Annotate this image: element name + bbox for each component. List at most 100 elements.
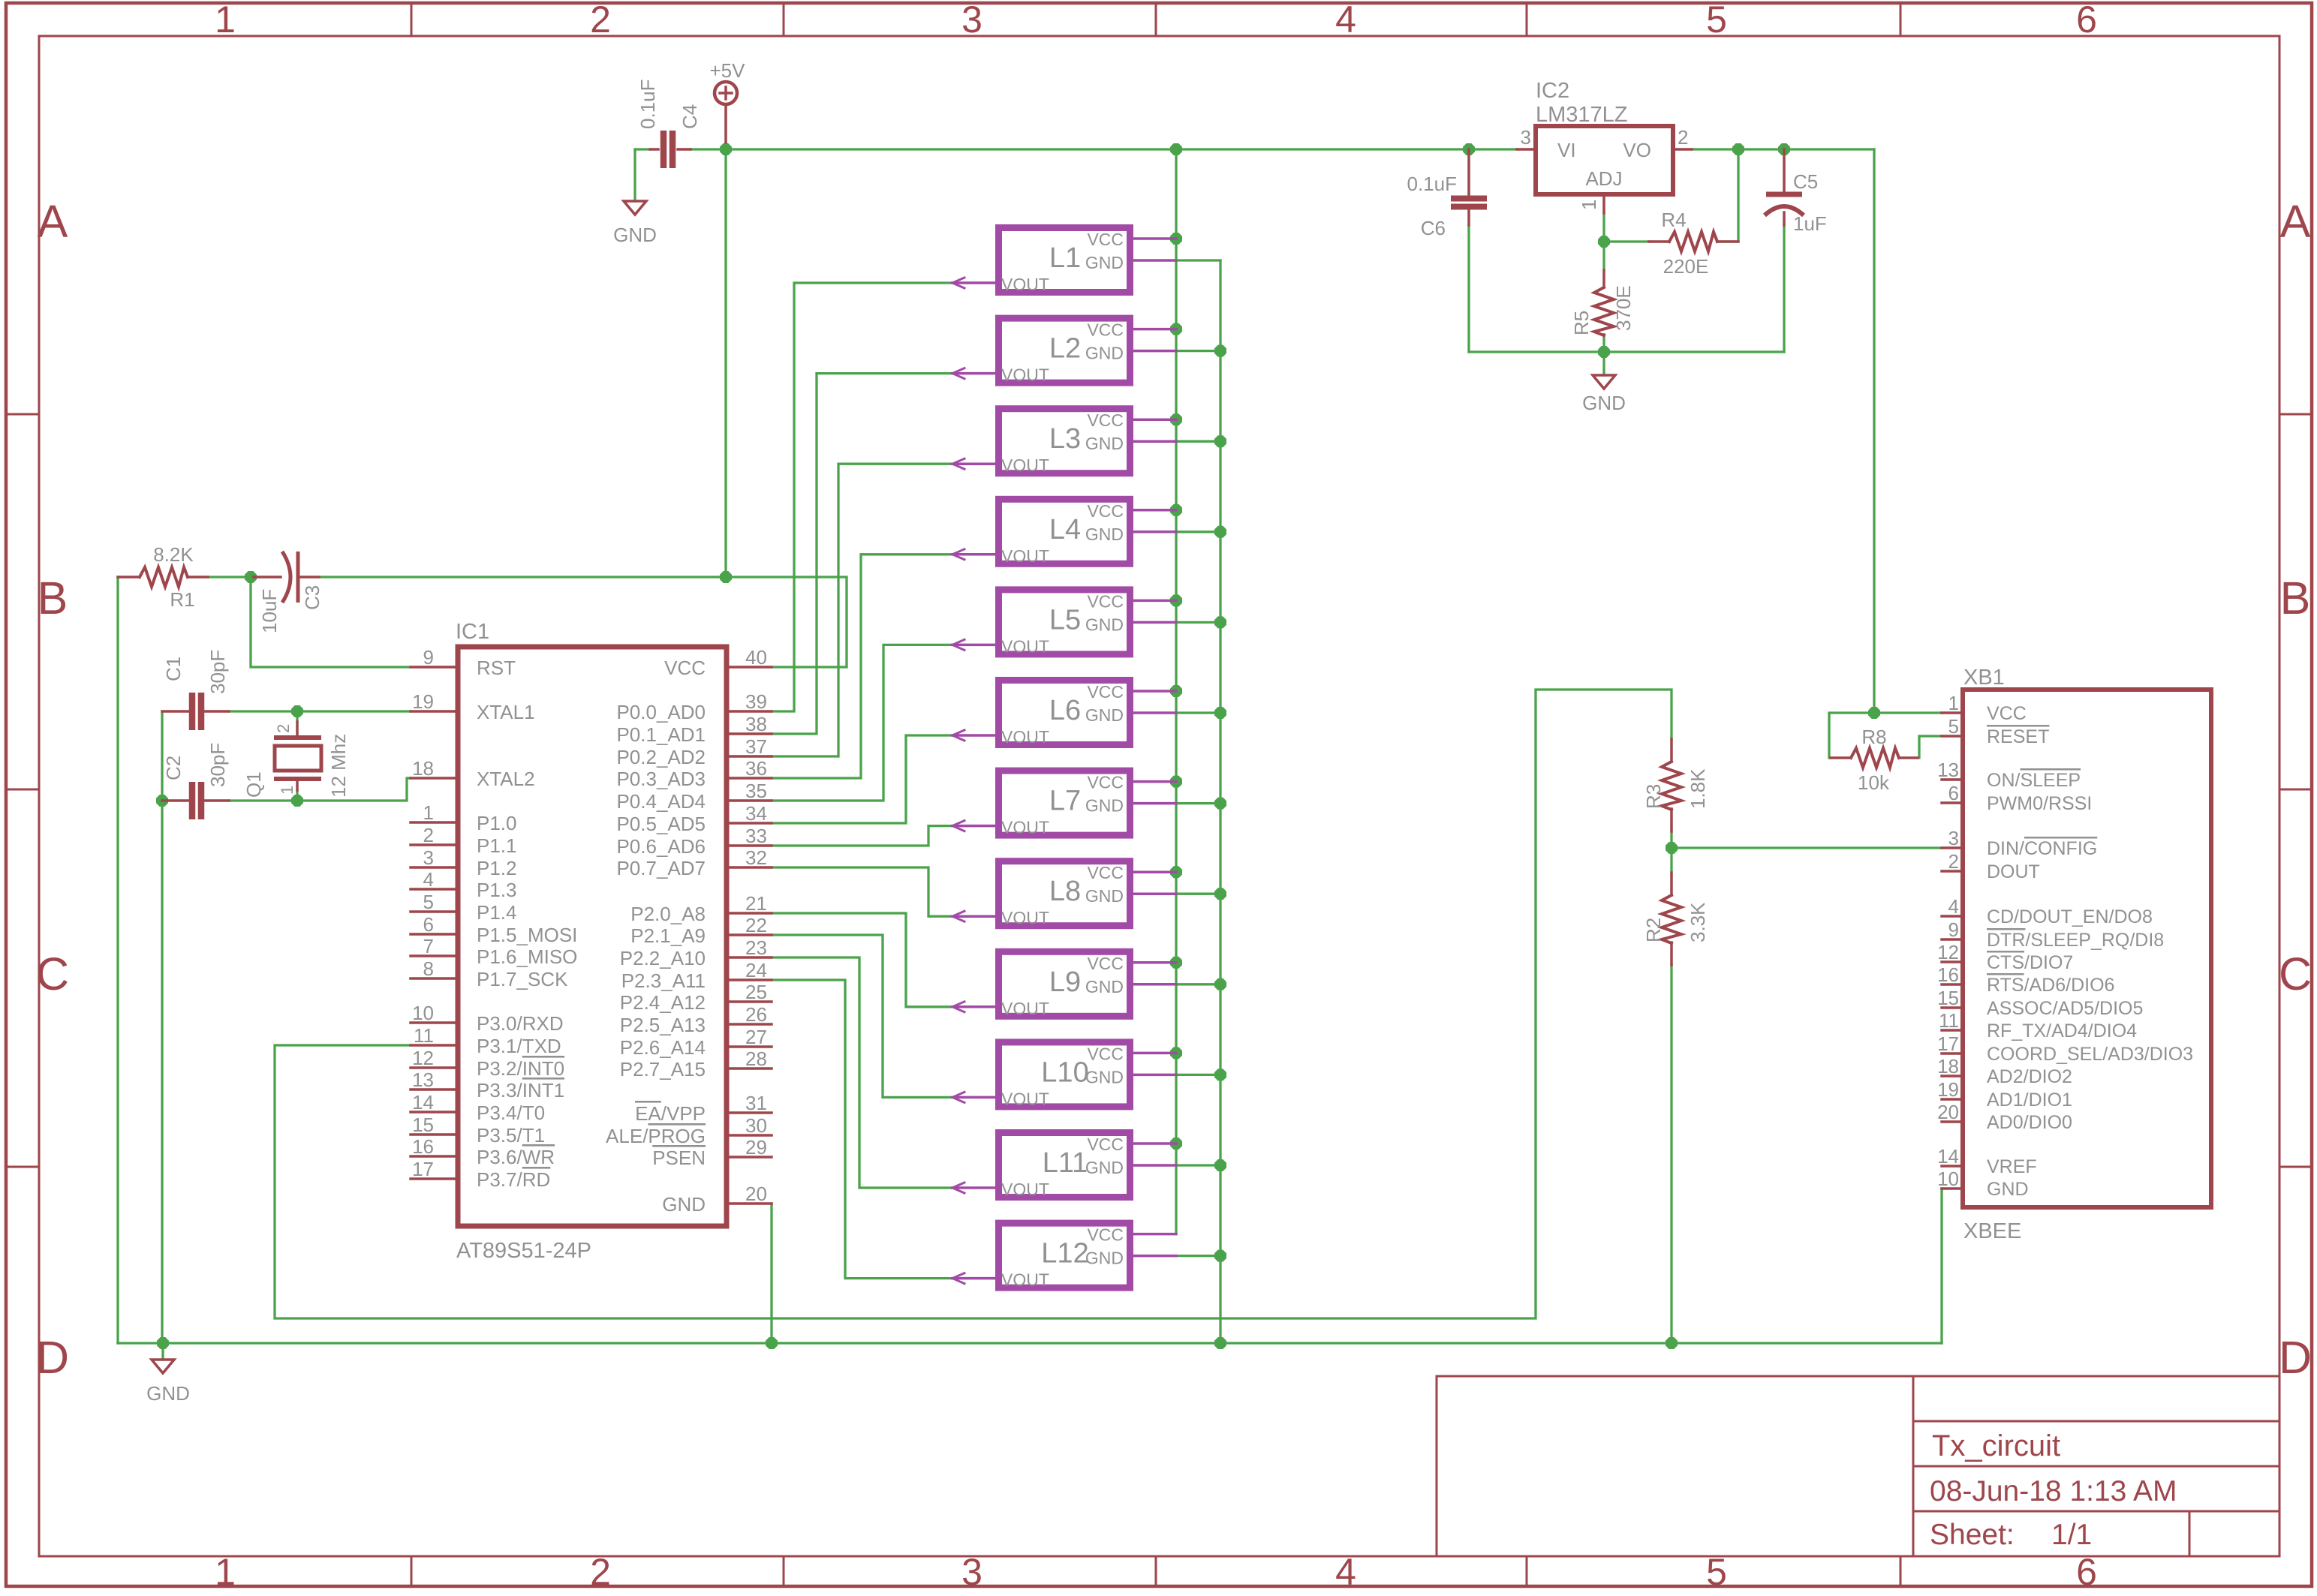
svg-text:CD/DOUT_EN/DO8: CD/DOUT_EN/DO8 [1987, 906, 2153, 927]
svg-text:2: 2 [423, 824, 434, 846]
svg-text:Q1: Q1 [242, 771, 265, 798]
svg-text:VOUT: VOUT [1001, 1270, 1049, 1290]
svg-text:34: 34 [745, 802, 767, 825]
svg-text:3: 3 [961, 0, 982, 41]
svg-text:R2: R2 [1642, 918, 1665, 942]
svg-text:4: 4 [1948, 895, 1959, 918]
svg-text:28: 28 [745, 1047, 767, 1070]
svg-text:VOUT: VOUT [1001, 455, 1049, 475]
svg-text:P3.4/T0: P3.4/T0 [477, 1102, 545, 1124]
svg-text:ALE/PROG: ALE/PROG [606, 1125, 706, 1147]
svg-text:P1.4: P1.4 [477, 901, 517, 924]
svg-text:1/1: 1/1 [2051, 1519, 2092, 1551]
svg-text:VO: VO [1623, 139, 1651, 161]
svg-text:22: 22 [745, 914, 767, 936]
svg-text:C6: C6 [1421, 217, 1446, 239]
svg-text:15: 15 [412, 1114, 434, 1136]
svg-text:10: 10 [1937, 1168, 1959, 1190]
svg-text:35: 35 [745, 780, 767, 802]
svg-text:GND: GND [1085, 524, 1124, 544]
svg-text:GND: GND [1085, 253, 1124, 272]
svg-text:GND: GND [1085, 705, 1124, 725]
svg-text:30pF: 30pF [206, 650, 229, 694]
svg-text:A: A [38, 196, 68, 247]
svg-text:40: 40 [745, 646, 767, 669]
svg-text:1: 1 [215, 0, 236, 41]
svg-text:ADJ: ADJ [1585, 167, 1622, 190]
svg-text:P0.3_AD3: P0.3_AD3 [616, 768, 706, 790]
svg-text:GND: GND [613, 224, 657, 246]
svg-text:XTAL2: XTAL2 [477, 768, 535, 790]
svg-text:P2.5_A13: P2.5_A13 [620, 1014, 706, 1036]
svg-text:P3.2/INT0: P3.2/INT0 [477, 1057, 564, 1080]
svg-text:L9: L9 [1049, 966, 1081, 998]
svg-text:VOUT: VOUT [1001, 636, 1049, 656]
svg-text:4: 4 [1335, 0, 1356, 41]
svg-text:LM317LZ: LM317LZ [1536, 103, 1628, 127]
svg-text:DIN/CONFIG: DIN/CONFIG [1987, 838, 2097, 859]
svg-text:Tx_circuit: Tx_circuit [1932, 1429, 2060, 1462]
svg-text:L5: L5 [1049, 604, 1081, 636]
svg-text:14: 14 [1937, 1145, 1959, 1168]
svg-text:COORD_SEL/AD3/DIO3: COORD_SEL/AD3/DIO3 [1987, 1044, 2193, 1065]
svg-text:18: 18 [1937, 1055, 1959, 1078]
svg-text:21: 21 [745, 892, 767, 915]
svg-text:P3.5/T1: P3.5/T1 [477, 1124, 545, 1147]
svg-text:GND: GND [1085, 1249, 1124, 1268]
svg-text:VCC: VCC [1087, 863, 1124, 882]
svg-text:VREF: VREF [1987, 1156, 2037, 1177]
svg-text:08-Jun-18 1:13 AM: 08-Jun-18 1:13 AM [1930, 1475, 2177, 1507]
svg-text:P1.3: P1.3 [477, 879, 517, 901]
svg-text:P0.6_AD6: P0.6_AD6 [616, 835, 706, 858]
svg-text:GND: GND [1582, 392, 1626, 414]
svg-text:VCC: VCC [1087, 410, 1124, 430]
svg-text:P2.7_A15: P2.7_A15 [620, 1058, 706, 1081]
svg-text:31: 31 [745, 1092, 767, 1114]
svg-text:RESET: RESET [1987, 726, 2049, 747]
svg-text:AD0/DIO0: AD0/DIO0 [1987, 1112, 2072, 1133]
svg-text:13: 13 [412, 1069, 434, 1091]
svg-text:1.8K: 1.8K [1687, 768, 1709, 809]
svg-text:19: 19 [1937, 1078, 1959, 1101]
svg-text:24: 24 [745, 959, 767, 981]
svg-text:VCC: VCC [1087, 1225, 1124, 1245]
svg-text:9: 9 [423, 646, 434, 669]
svg-text:9: 9 [1948, 918, 1959, 941]
svg-text:P0.2_AD2: P0.2_AD2 [616, 746, 706, 768]
svg-text:VOUT: VOUT [1001, 1089, 1049, 1108]
svg-text:L4: L4 [1049, 514, 1081, 546]
svg-text:12: 12 [412, 1047, 434, 1069]
svg-text:GND: GND [146, 1382, 190, 1405]
svg-text:7: 7 [423, 935, 434, 957]
svg-text:AD2/DIO2: AD2/DIO2 [1987, 1066, 2072, 1087]
svg-text:GND: GND [1085, 1158, 1124, 1177]
svg-text:P0.1_AD1: P0.1_AD1 [616, 723, 706, 746]
svg-text:P0.0_AD0: P0.0_AD0 [616, 701, 706, 723]
svg-text:L12: L12 [1041, 1238, 1088, 1270]
svg-text:36: 36 [745, 757, 767, 780]
svg-text:3: 3 [1521, 126, 1531, 149]
svg-text:R8: R8 [1861, 726, 1886, 748]
svg-text:D: D [36, 1332, 69, 1383]
svg-text:5: 5 [1948, 715, 1959, 738]
svg-text:VCC: VCC [1087, 1044, 1124, 1063]
svg-text:1: 1 [215, 1551, 236, 1593]
svg-text:220E: 220E [1663, 255, 1709, 278]
svg-text:L1: L1 [1049, 242, 1081, 274]
svg-text:0.1uF: 0.1uF [1407, 173, 1458, 195]
svg-text:L7: L7 [1049, 786, 1081, 817]
svg-text:6: 6 [1948, 782, 1959, 804]
svg-text:P3.0/RXD: P3.0/RXD [477, 1012, 564, 1035]
svg-text:14: 14 [412, 1091, 434, 1114]
svg-text:P3.6/WR: P3.6/WR [477, 1146, 555, 1168]
svg-text:10uF: 10uF [258, 589, 281, 633]
svg-text:ON/SLEEP: ON/SLEEP [1987, 770, 2081, 791]
svg-text:37: 37 [745, 735, 767, 758]
svg-text:L6: L6 [1049, 695, 1081, 726]
svg-text:AT89S51-24P: AT89S51-24P [456, 1239, 591, 1263]
svg-text:P3.3/INT1: P3.3/INT1 [477, 1079, 564, 1102]
svg-text:C3: C3 [301, 585, 323, 610]
svg-text:P2.1_A9: P2.1_A9 [630, 924, 706, 947]
svg-text:DTR/SLEEP_RQ/DI8: DTR/SLEEP_RQ/DI8 [1987, 930, 2164, 951]
svg-text:L8: L8 [1049, 876, 1081, 907]
